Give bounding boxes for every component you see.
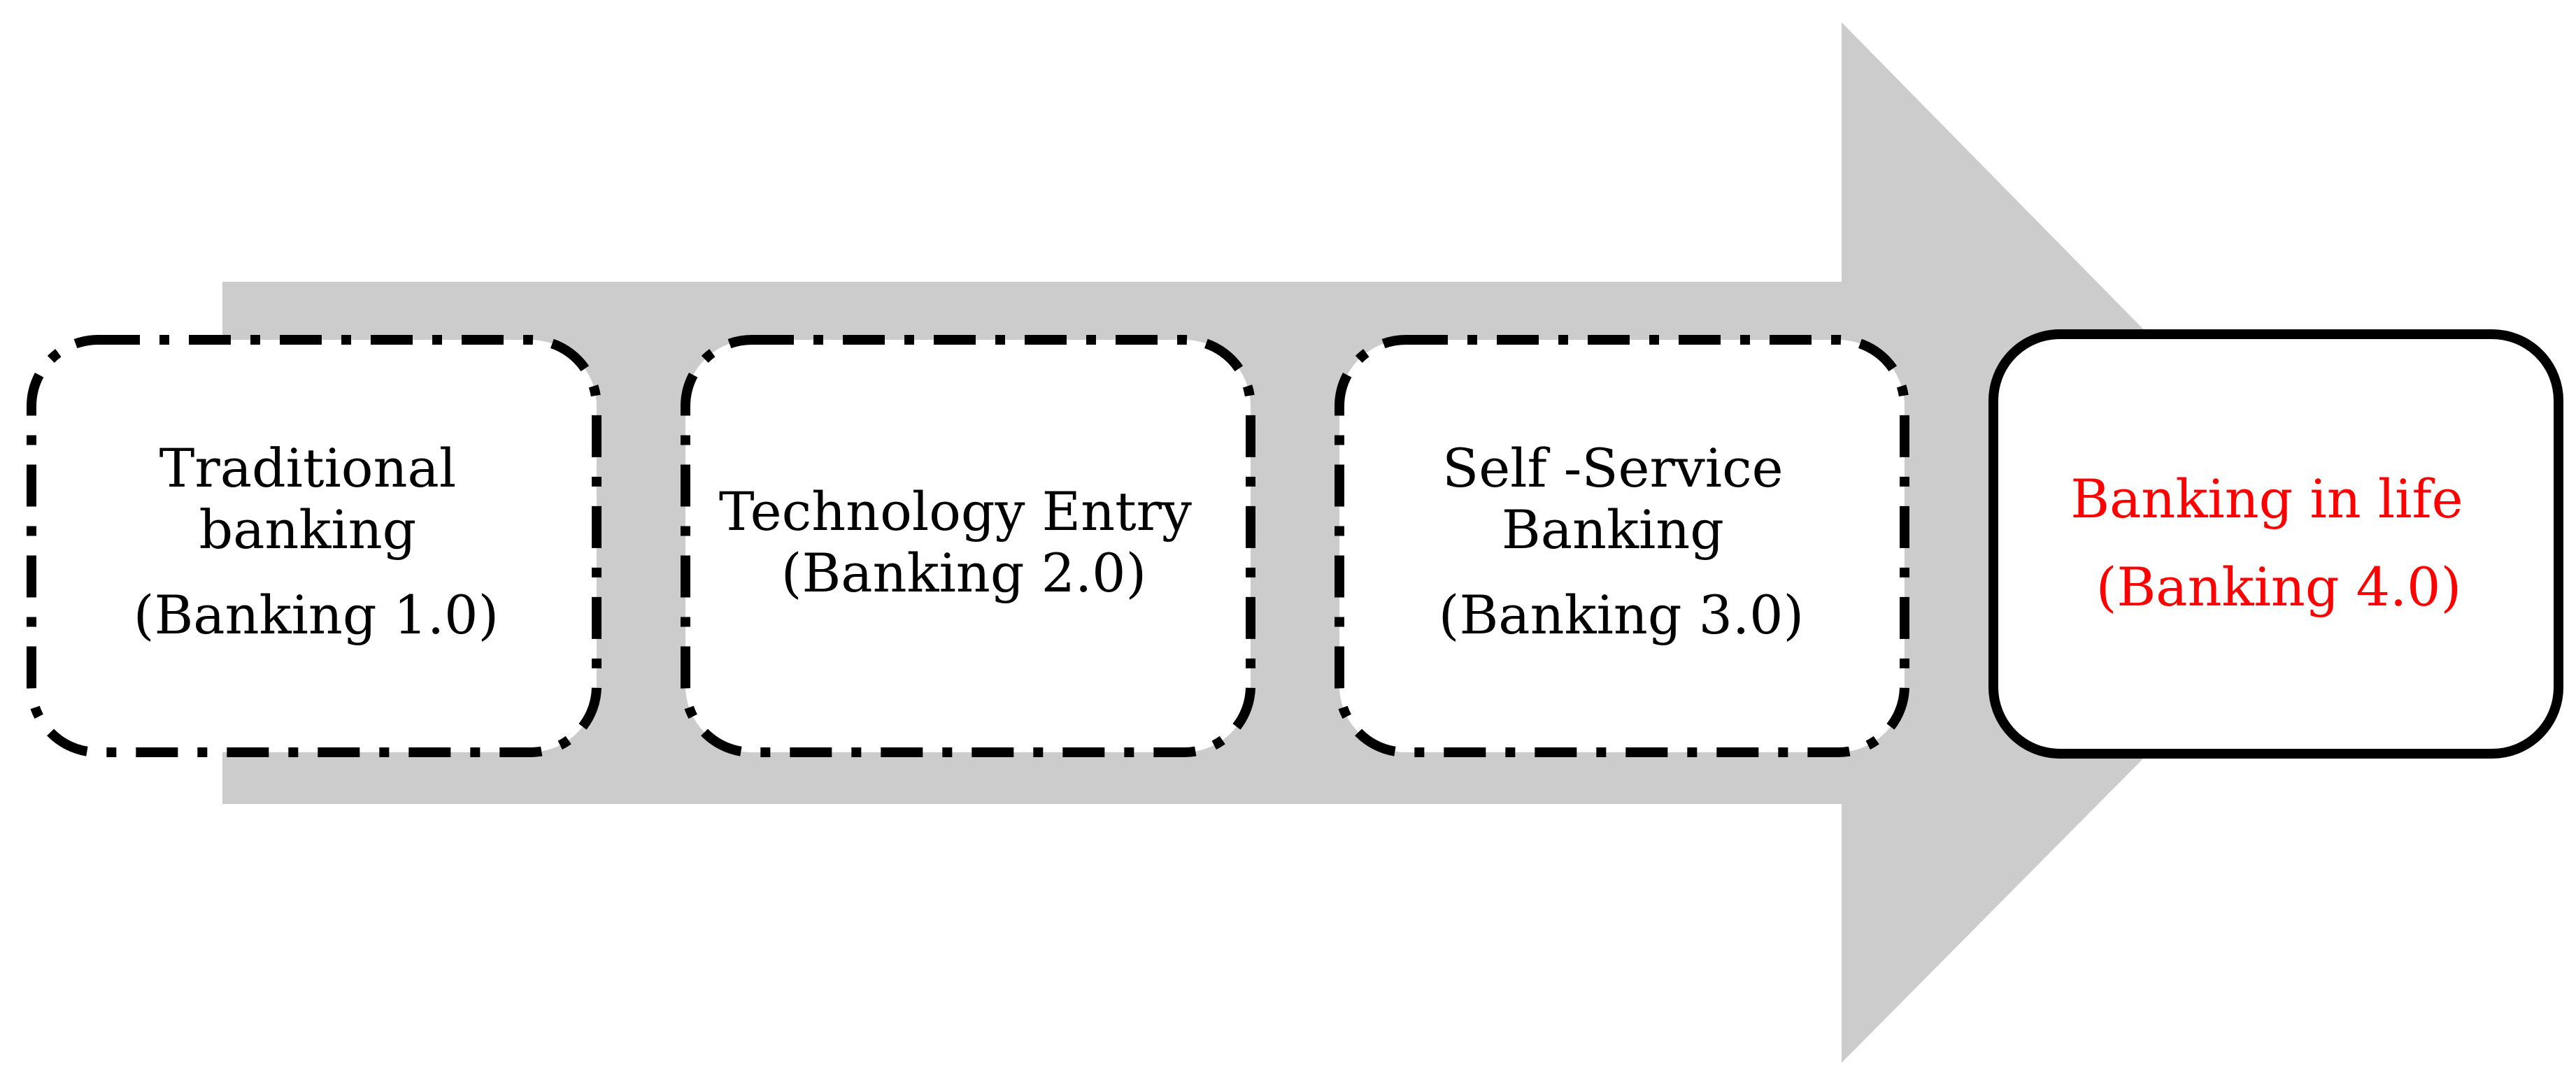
stage-line: Banking in life [2070,468,2463,530]
stage-label: Banking in life (Banking 4.0) [2070,468,2480,618]
stage-line: Traditional [159,437,456,499]
stage-line: (Banking 2.0) [781,542,1146,604]
stage-box-frame [681,335,1255,757]
stage-box-banking-4: Banking in life (Banking 4.0) [1988,329,2563,759]
stage-box-frame [27,335,602,757]
stage-box-banking-3: Self -Service Banking (Banking 3.0) [1335,335,1909,757]
stage-box-frame [1988,329,2563,759]
stage-box-frame [1335,335,1909,757]
stage-label: Traditional banking (Banking 1.0) [134,437,499,646]
stage-box-banking-2: Technology Entry (Banking 2.0) [681,335,1255,757]
stage-line: (Banking 1.0) [134,584,499,646]
stage-line: banking [199,498,416,561]
stage-line: Self -Service [1442,437,1783,499]
stage-box-banking-1: Traditional banking (Banking 1.0) [27,335,602,757]
stage-line: Banking [1502,498,1724,561]
stage-line: (Banking 4.0) [2096,556,2461,618]
stage-label: Self -Service Banking (Banking 3.0) [1439,437,1804,646]
stage-label: Technology Entry (Banking 2.0) [719,480,1209,604]
stage-line: Technology Entry [719,480,1192,543]
stage-line: (Banking 3.0) [1439,584,1804,646]
